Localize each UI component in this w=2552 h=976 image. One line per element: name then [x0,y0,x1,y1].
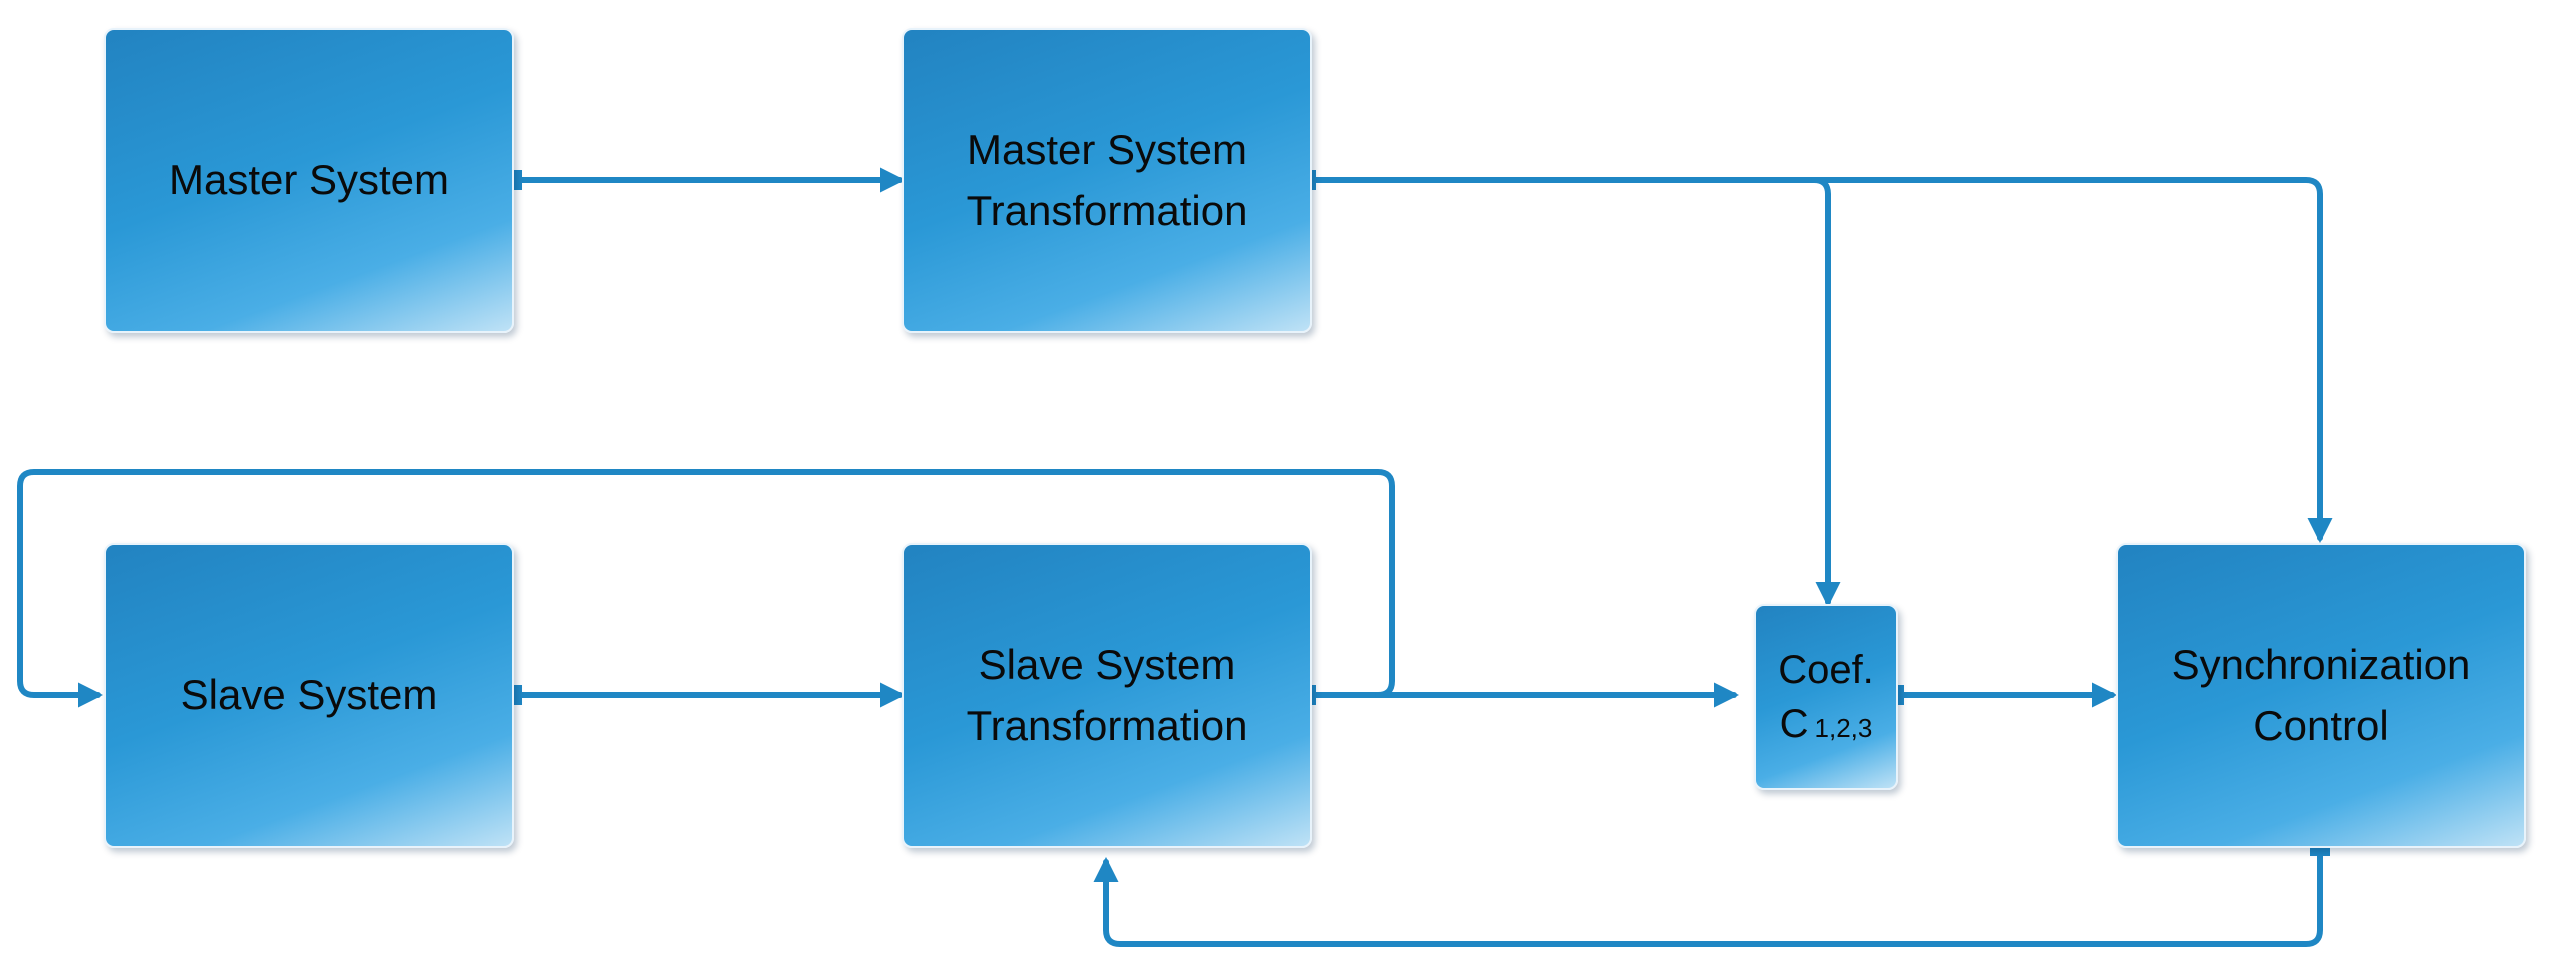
arrow-slave-transformation-loop-to-slave [17,469,1395,708]
slave-system-label: Slave System [180,671,438,719]
block-slave-system: Slave System [104,543,514,848]
slave-transformation-line1: Slave System [978,640,1236,688]
block-master-system: Master System [104,28,514,333]
arrow-sync-feedback-to-slave-transformation [1093,849,2323,947]
arrow-master-transformation-to-sync [1811,177,2333,544]
master-transformation-line2: Transformation [966,186,1248,234]
sync-control-line1: Synchronization [2171,640,2471,688]
coef-subscript: 1,2,3 [1814,713,1873,743]
slave-transformation-line2: Transformation [966,701,1248,749]
master-transformation-line1: Master System [966,125,1248,173]
coef-symbol: C [1779,702,1809,746]
block-master-system-transformation: Master System Transformation [902,28,1312,333]
coef-label: Coef. [1778,648,1874,692]
block-slave-system-transformation: Slave System Transformation [902,543,1312,848]
block-synchronization-control: Synchronization Control [2116,543,2526,848]
sync-control-line2: Control [2253,701,2389,749]
master-system-label: Master System [168,156,450,204]
